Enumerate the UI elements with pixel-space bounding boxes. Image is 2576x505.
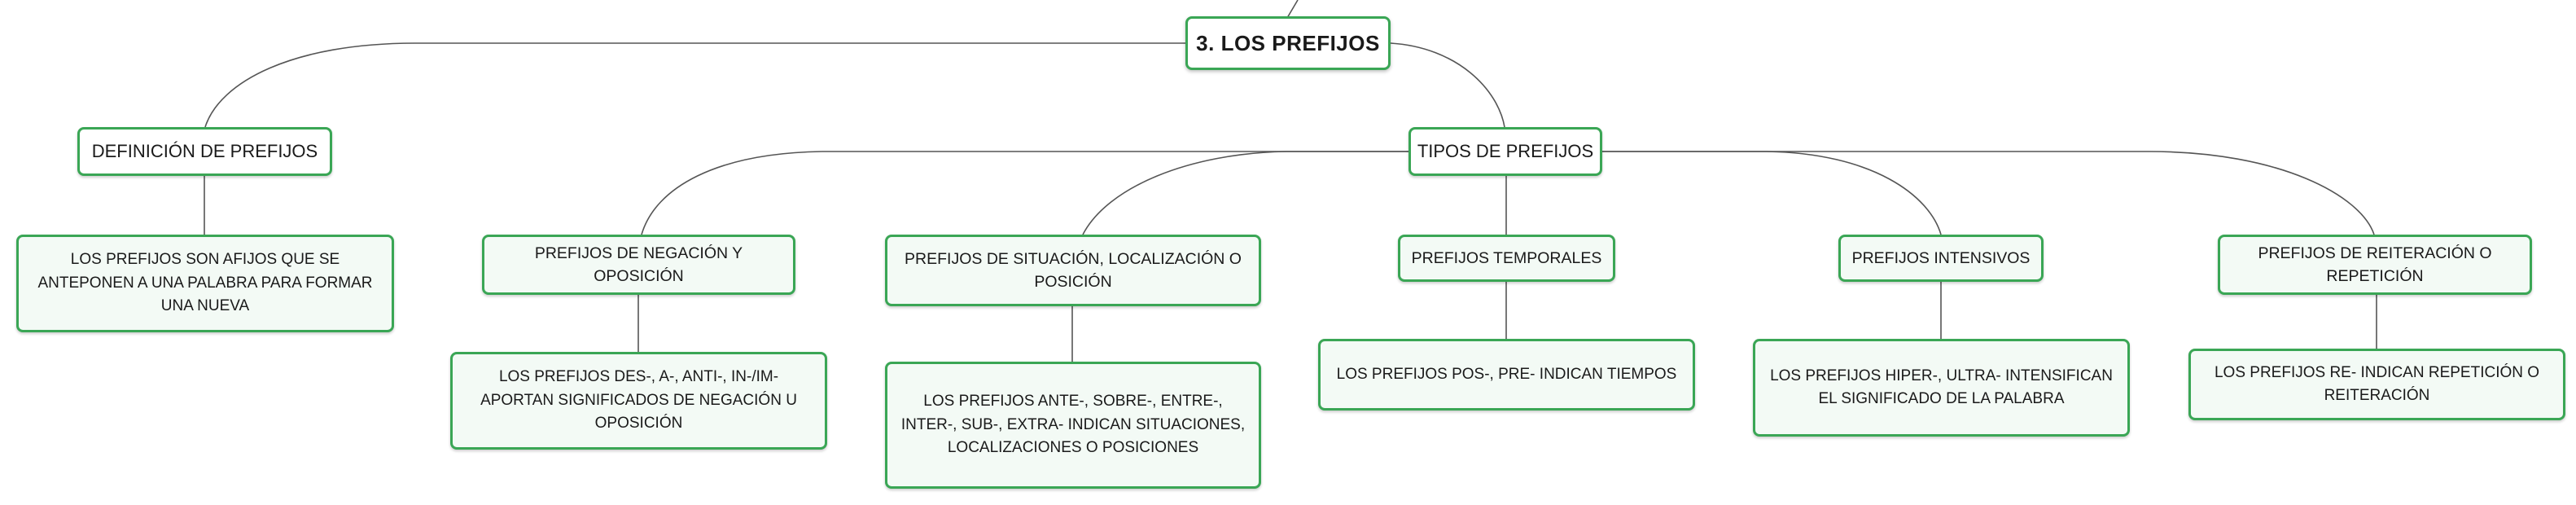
tipo-intensivos-detail-node[interactable]: LOS PREFIJOS HIPER-, ULTRA- INTENSIFICAN… — [1753, 339, 2130, 437]
tipo-reiteracion-detail-node[interactable]: LOS PREFIJOS RE- INDICAN REPETICIÓN O RE… — [2188, 349, 2565, 420]
tipo-temporales-node[interactable]: PREFIJOS TEMPORALES — [1398, 235, 1615, 282]
root-node[interactable]: 3. LOS PREFIJOS — [1185, 16, 1391, 70]
tipo-reiteracion-node[interactable]: PREFIJOS DE REITERACIÓN O REPETICIÓN — [2218, 235, 2532, 295]
tipo-temporales-detail-node[interactable]: LOS PREFIJOS POS-, PRE- INDICAN TIEMPOS — [1318, 339, 1695, 411]
tipos-node[interactable]: TIPOS DE PREFIJOS — [1408, 127, 1602, 176]
connector-root-parent — [1286, 0, 1299, 19]
definicion-node[interactable]: DEFINICIÓN DE PREFIJOS — [77, 127, 332, 176]
connector-tipos-intensivos — [1601, 151, 1942, 235]
definicion-detail-node[interactable]: LOS PREFIJOS SON AFIJOS QUE SE ANTEPONEN… — [16, 235, 394, 332]
tipo-intensivos-node[interactable]: PREFIJOS INTENSIVOS — [1838, 235, 2044, 282]
connector-tipos-situacion — [1082, 151, 1408, 235]
connector-tipos-reiteracion — [1601, 151, 2375, 235]
tipo-negacion-detail-node[interactable]: LOS PREFIJOS DES-, A-, ANTI-, IN-/IM- AP… — [450, 352, 827, 450]
tipo-situacion-node[interactable]: PREFIJOS DE SITUACIÓN, LOCALIZACIÓN O PO… — [885, 235, 1261, 306]
connector-root-tipos — [1390, 42, 1505, 128]
tipo-situacion-detail-node[interactable]: LOS PREFIJOS ANTE-, SOBRE-, ENTRE-, INTE… — [885, 362, 1261, 489]
tipo-negacion-node[interactable]: PREFIJOS DE NEGACIÓN Y OPOSICIÓN — [482, 235, 795, 295]
connector-tipos-negacion — [641, 151, 1408, 235]
connector-root-definicion — [204, 42, 1185, 128]
